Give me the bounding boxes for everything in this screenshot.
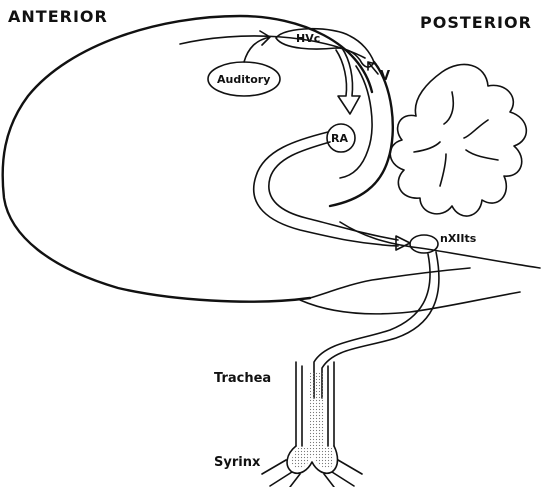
tract-arrowhead [396,236,410,250]
ra-label: RA [331,132,348,145]
brainstem-contour-lower [310,268,470,298]
forebrain-outline [3,16,372,302]
trachea-label: Trachea [214,371,271,386]
nxiits-node [410,235,438,253]
syrinx-stipple [292,448,334,468]
hypoglossal-nerve-inner [314,254,430,398]
cerebrum-posterior-inner [340,66,372,178]
posterior-label: POSTERIOR [420,13,532,32]
medulla-contour [300,292,520,314]
syrinx-label: Syrinx [214,455,261,470]
trachea-stipple [310,372,324,446]
brainstem-contour-upper [340,222,540,268]
hvc-label: HVc [296,32,320,45]
syrinx-bronchi [262,460,362,487]
ra-to-nxiits-tract-outer [254,132,398,246]
ra-to-nxiits-tract-inner [269,142,398,240]
hvc-to-ra-arrow [336,48,360,114]
forebrain-inner-contour [180,36,365,58]
auditory-label: Auditory [217,73,270,86]
anterior-label: ANTERIOR [8,7,108,26]
nxiits-label: nXIIts [440,232,477,245]
cerebellum-folia [414,92,498,186]
cerebellum-outline [390,64,526,216]
